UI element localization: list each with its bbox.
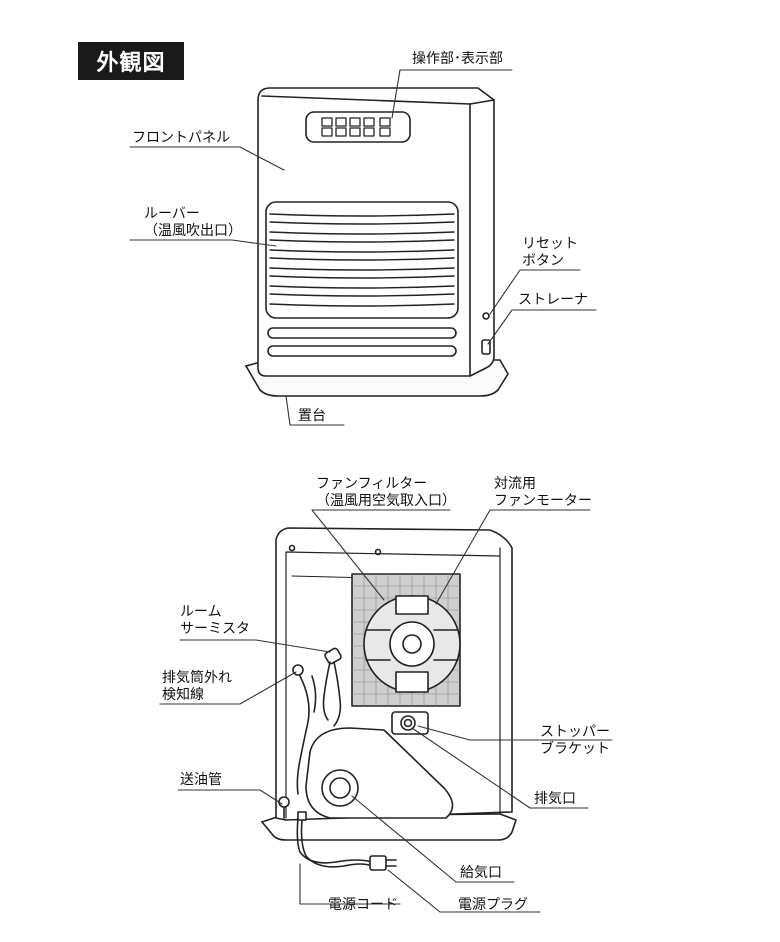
label-oil-pipe: 送油管 <box>180 772 222 788</box>
power-plug <box>369 855 397 871</box>
label-intake-port: 給気口 <box>460 865 502 881</box>
label-reset-button: リセット ボタン <box>522 236 578 270</box>
page-title: 外観図 <box>78 42 184 80</box>
strainer-part <box>481 339 491 355</box>
leader-lines <box>129 69 613 913</box>
label-louver: ルーバー （温風吹出口） <box>144 206 242 240</box>
label-reset-line1: リセット <box>522 236 578 252</box>
front-view-heater <box>245 87 509 397</box>
label-thermistor-line2: サーミスタ <box>180 621 250 637</box>
louver-slats <box>269 213 455 307</box>
label-stopper-bracket: ストッパー ブラケット <box>540 724 610 758</box>
label-stopper-line2: ブラケット <box>540 741 610 757</box>
intake-port <box>321 769 359 807</box>
label-reset-line2: ボタン <box>522 253 564 269</box>
label-control-panel: 操作部･表示部 <box>412 51 503 67</box>
label-fan-filter: ファンフィルター （温風用空気取入口） <box>316 476 456 510</box>
label-thermistor-line1: ルーム <box>180 604 222 620</box>
label-fan-filter-line2: （温風用空気取入口） <box>316 493 456 509</box>
label-exhaust-port: 排気口 <box>534 791 576 807</box>
room-thermistor <box>322 647 342 727</box>
label-fan-motor-line2: ファンモーター <box>494 493 592 509</box>
label-power-cord: 電源コード <box>328 897 398 913</box>
label-exhaust-sensor: 排気筒外れ 検知線 <box>162 670 232 704</box>
power-cord <box>296 811 373 868</box>
control-buttons <box>321 117 391 137</box>
label-exhaust-sensor-line1: 排気筒外れ <box>162 670 232 686</box>
reset-button <box>482 312 490 320</box>
label-louver-line1: ルーバー <box>144 206 200 222</box>
label-louver-line2: （温風吹出口） <box>144 223 242 239</box>
label-fan-motor-line1: 対流用 <box>494 476 536 492</box>
control-panel <box>305 111 411 143</box>
label-strainer: ストレーナ <box>518 292 588 308</box>
label-fan-motor: 対流用 ファンモーター <box>494 476 592 510</box>
label-room-thermistor: ルーム サーミスタ <box>180 604 250 638</box>
label-fan-filter-line1: ファンフィルター <box>316 476 428 492</box>
label-exhaust-sensor-line2: 検知線 <box>162 687 204 703</box>
exhaust-sensor-wire <box>292 664 317 795</box>
label-stand: 置台 <box>298 408 326 424</box>
back-view-heater <box>261 527 517 871</box>
label-front-panel: フロントパネル <box>132 130 230 146</box>
fan-motor <box>363 595 461 693</box>
label-stopper-line1: ストッパー <box>540 724 610 740</box>
stopper-bracket <box>391 711 429 735</box>
label-power-plug: 電源プラグ <box>458 897 528 913</box>
